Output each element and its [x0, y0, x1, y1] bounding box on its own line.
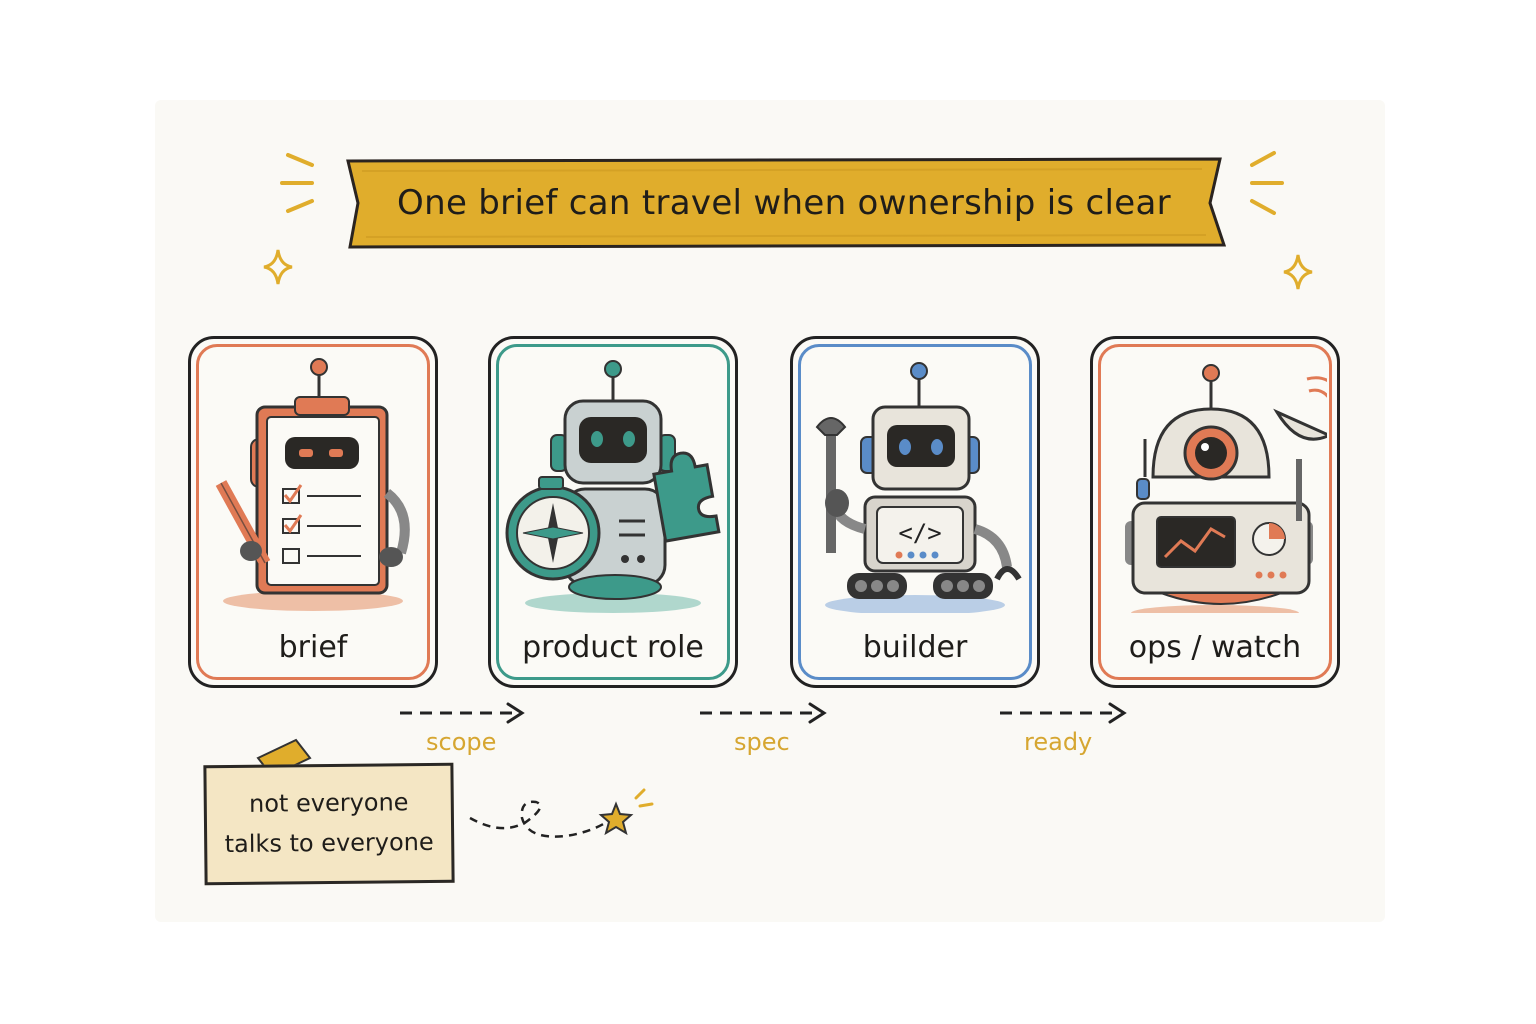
- arrow-label-scope: scope: [426, 728, 497, 756]
- note-line-1: not everyone: [248, 788, 409, 818]
- monitoring-robot-icon: [1125, 364, 1327, 613]
- arrow-scope: [400, 702, 525, 724]
- card-border: [798, 344, 1032, 680]
- card-border: [496, 344, 730, 680]
- arrow-spec: [700, 702, 827, 724]
- wrench-code-robot-icon: </>: [815, 362, 1022, 613]
- title-banner: One brief can travel when ownership is c…: [342, 157, 1226, 249]
- card-border: [1098, 344, 1332, 680]
- card-label: builder: [862, 630, 968, 665]
- note-line-2: talks to everyone: [224, 827, 434, 859]
- card-label: brief: [278, 630, 348, 665]
- sparkle-marks-right: [1250, 151, 1313, 290]
- sparkle-marks-left: [263, 153, 314, 285]
- arrow-label-spec: spec: [734, 728, 790, 756]
- card-brief: brief: [188, 336, 438, 688]
- page-title: One brief can travel when ownership is c…: [397, 183, 1171, 223]
- banner-ribbon-shape: [346, 157, 1226, 249]
- card-ops-watch: ops / watch: [1090, 336, 1340, 688]
- card-label: product role: [522, 630, 704, 665]
- card-label: ops / watch: [1128, 630, 1302, 665]
- clipboard-robot-icon: [215, 358, 410, 611]
- card-product-role: product role: [488, 336, 738, 688]
- card-border: [196, 344, 430, 680]
- arrow-label-ready: ready: [1024, 728, 1093, 756]
- sticky-note: not everyone talks to everyone: [203, 762, 455, 886]
- compass-puzzle-robot-icon: [505, 360, 721, 613]
- arrow-ready: [1000, 702, 1127, 724]
- dashed-loop-star-doodle: [469, 788, 654, 838]
- card-builder: </> builder: [790, 336, 1040, 688]
- svg-text:</>: </>: [898, 519, 941, 547]
